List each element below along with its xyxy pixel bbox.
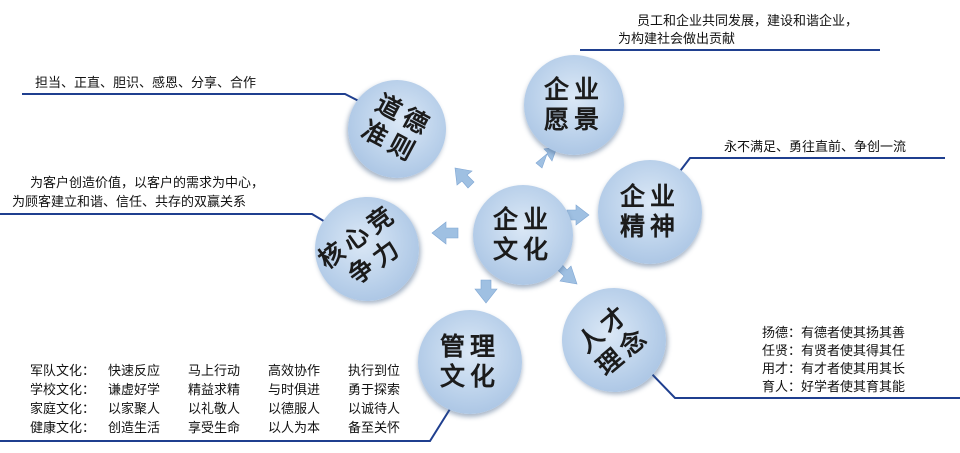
leader-jingshen [667, 157, 945, 188]
guanli-node: 管理 文化 [418, 310, 522, 414]
arrow-up-right [535, 146, 558, 169]
rencai-item: 扬德：有德者使其扬其善 [762, 326, 906, 341]
guanli-cell: 以家聚人 [108, 402, 161, 417]
guanli-cell: 快速反应 [108, 364, 161, 379]
yuanjing-text-1: 员工和企业共同发展，建设和谐企业， [637, 14, 859, 29]
leader-hexin [0, 213, 343, 233]
guanli-row: 军队文化： 快速反应 马上行动 高效协作 执行到位 [30, 362, 400, 381]
guanli-cell: 以诚待人 [348, 402, 401, 417]
guanli-cell: 精益求精 [188, 383, 241, 398]
center-node: 企业 文化 [473, 185, 573, 285]
center-line1: 企业 [492, 205, 553, 234]
guanli-cell: 以德服人 [268, 402, 321, 417]
guanli-cell: 享受生命 [188, 421, 241, 436]
guanli-cell: 勇于探索 [348, 383, 401, 398]
guanli-line1: 管理 [439, 332, 500, 361]
guanli-cell: 家庭文化： [30, 402, 96, 417]
guanli-cell: 马上行动 [188, 364, 241, 379]
rencai-item: 育人：好学者使其育其能 [762, 380, 906, 395]
guanli-cell: 学校文化： [30, 383, 96, 398]
guanli-cell: 高效协作 [268, 364, 321, 379]
guanli-cell: 创造生活 [108, 421, 161, 436]
jingshen-line1: 企业 [619, 182, 680, 211]
guanli-row: 家庭文化： 以家聚人 以礼敬人 以德服人 以诚待人 [30, 400, 400, 419]
hexin-text-1: 为客户创造价值，以客户的需求为中心， [30, 176, 265, 191]
guanli-cell: 执行到位 [348, 364, 401, 379]
guanli-cell: 以礼敬人 [188, 402, 241, 417]
guanli-row: 学校文化： 谦虚好学 精益求精 与时俱进 勇于探索 [30, 381, 400, 400]
rencai-item: 用才：有才者使其用其长 [762, 362, 906, 377]
center-line2: 文化 [492, 235, 553, 264]
yuanjing-line2: 愿景 [543, 105, 604, 134]
rencai-item: 任贤：有贤者使其得其任 [762, 344, 906, 359]
guanli-cell: 以人为本 [268, 421, 321, 436]
guanli-line2: 文化 [439, 362, 500, 391]
guanli-cell: 备至关怀 [348, 421, 401, 436]
yuanjing-node: 企业 愿景 [524, 55, 624, 155]
guanli-cell: 健康文化： [30, 421, 96, 436]
jingshen-node: 企业 精神 [598, 160, 702, 264]
arrow-up-left [454, 167, 475, 189]
guanli-row: 健康文化： 创造生活 享受生命 以人为本 备至关怀 [30, 419, 400, 438]
guanli-cell: 谦虚好学 [108, 383, 161, 398]
guanli-cell: 军队文化： [30, 364, 96, 379]
hexin-text-2: 为顾客建立和谐、信任、共存的双赢关系 [12, 195, 247, 210]
daode-text: 担当、正直、胆识、感恩、分享、合作 [35, 76, 257, 91]
jingshen-line2: 精神 [619, 212, 680, 241]
leader-rencai [647, 369, 960, 399]
jingshen-text: 永不满足、勇往直前、争创一流 [724, 140, 907, 155]
guanli-cell: 与时俱进 [268, 383, 321, 398]
yuanjing-line1: 企业 [543, 75, 604, 104]
leader-daode [22, 93, 389, 117]
yuanjing-text-2: 为构建社会做出贡献 [618, 32, 736, 47]
arrow-left [431, 221, 459, 245]
arrow-down [474, 279, 498, 304]
